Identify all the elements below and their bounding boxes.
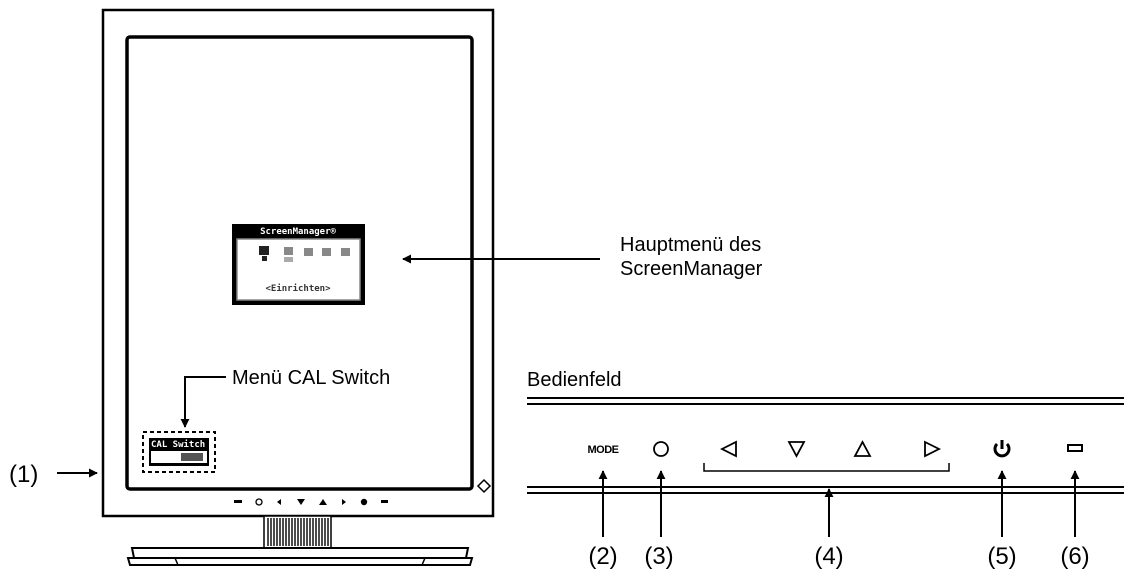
cal-switch-dashed-frame — [142, 431, 216, 473]
marker-6: (6) — [1060, 543, 1089, 570]
screenmanager-selection: <Einrichten> — [265, 283, 331, 294]
cal-switch-title: CAL Switch — [151, 439, 205, 450]
marker-4: (4) — [814, 543, 843, 570]
power-indicator-diamond — [476, 478, 492, 494]
bedienfeld-label: Bedienfeld — [527, 369, 622, 391]
screenmanager-title: ScreenManager® — [260, 227, 336, 237]
bezel-enter-button — [255, 498, 263, 506]
hauptmenu-label-line1: Hauptmenü des — [620, 234, 761, 256]
bezel-up-button — [319, 499, 327, 505]
arrow-keys-bracket — [703, 463, 950, 472]
screenmanager-icons — [259, 246, 350, 262]
bezel-left-button — [277, 499, 281, 505]
power-icon — [993, 440, 1011, 458]
screenmanager-main-menu: ScreenManager® <Einrichten> — [232, 224, 365, 305]
marker-1: (1) — [9, 461, 38, 488]
marker-5: (5) — [987, 543, 1016, 570]
bezel-power-button — [360, 498, 368, 506]
cal-switch-label: Menü CAL Switch — [232, 367, 390, 389]
right-button — [924, 440, 942, 458]
stand-base-bottom — [126, 557, 474, 566]
left-button — [719, 440, 737, 458]
stand-base — [130, 547, 470, 559]
monitor-stand — [126, 515, 474, 566]
power-indicator — [1067, 444, 1083, 452]
bezel-indicator — [381, 500, 388, 503]
language-icon — [341, 248, 350, 256]
screen-icon — [259, 246, 269, 255]
up-button — [853, 440, 872, 457]
color-icon — [284, 247, 293, 255]
enter-button — [653, 441, 669, 457]
marker-2: (2) — [588, 543, 617, 570]
mode-button: MODE — [588, 444, 619, 456]
info-icon — [304, 248, 313, 256]
control-panel: MODE — [527, 397, 1124, 494]
down-button — [787, 441, 806, 458]
hauptmenu-label-line2: ScreenManager — [620, 258, 763, 280]
bezel-down-button — [297, 499, 305, 505]
cal-switch-arrow — [180, 376, 226, 428]
bezel-mode-button — [234, 500, 242, 503]
marker-3: (3) — [644, 543, 673, 570]
setting-icon — [322, 248, 331, 256]
cal-switch-menu: CAL Switch — [142, 431, 216, 473]
bezel-buttons — [234, 498, 388, 506]
bezel-right-button — [342, 499, 346, 505]
